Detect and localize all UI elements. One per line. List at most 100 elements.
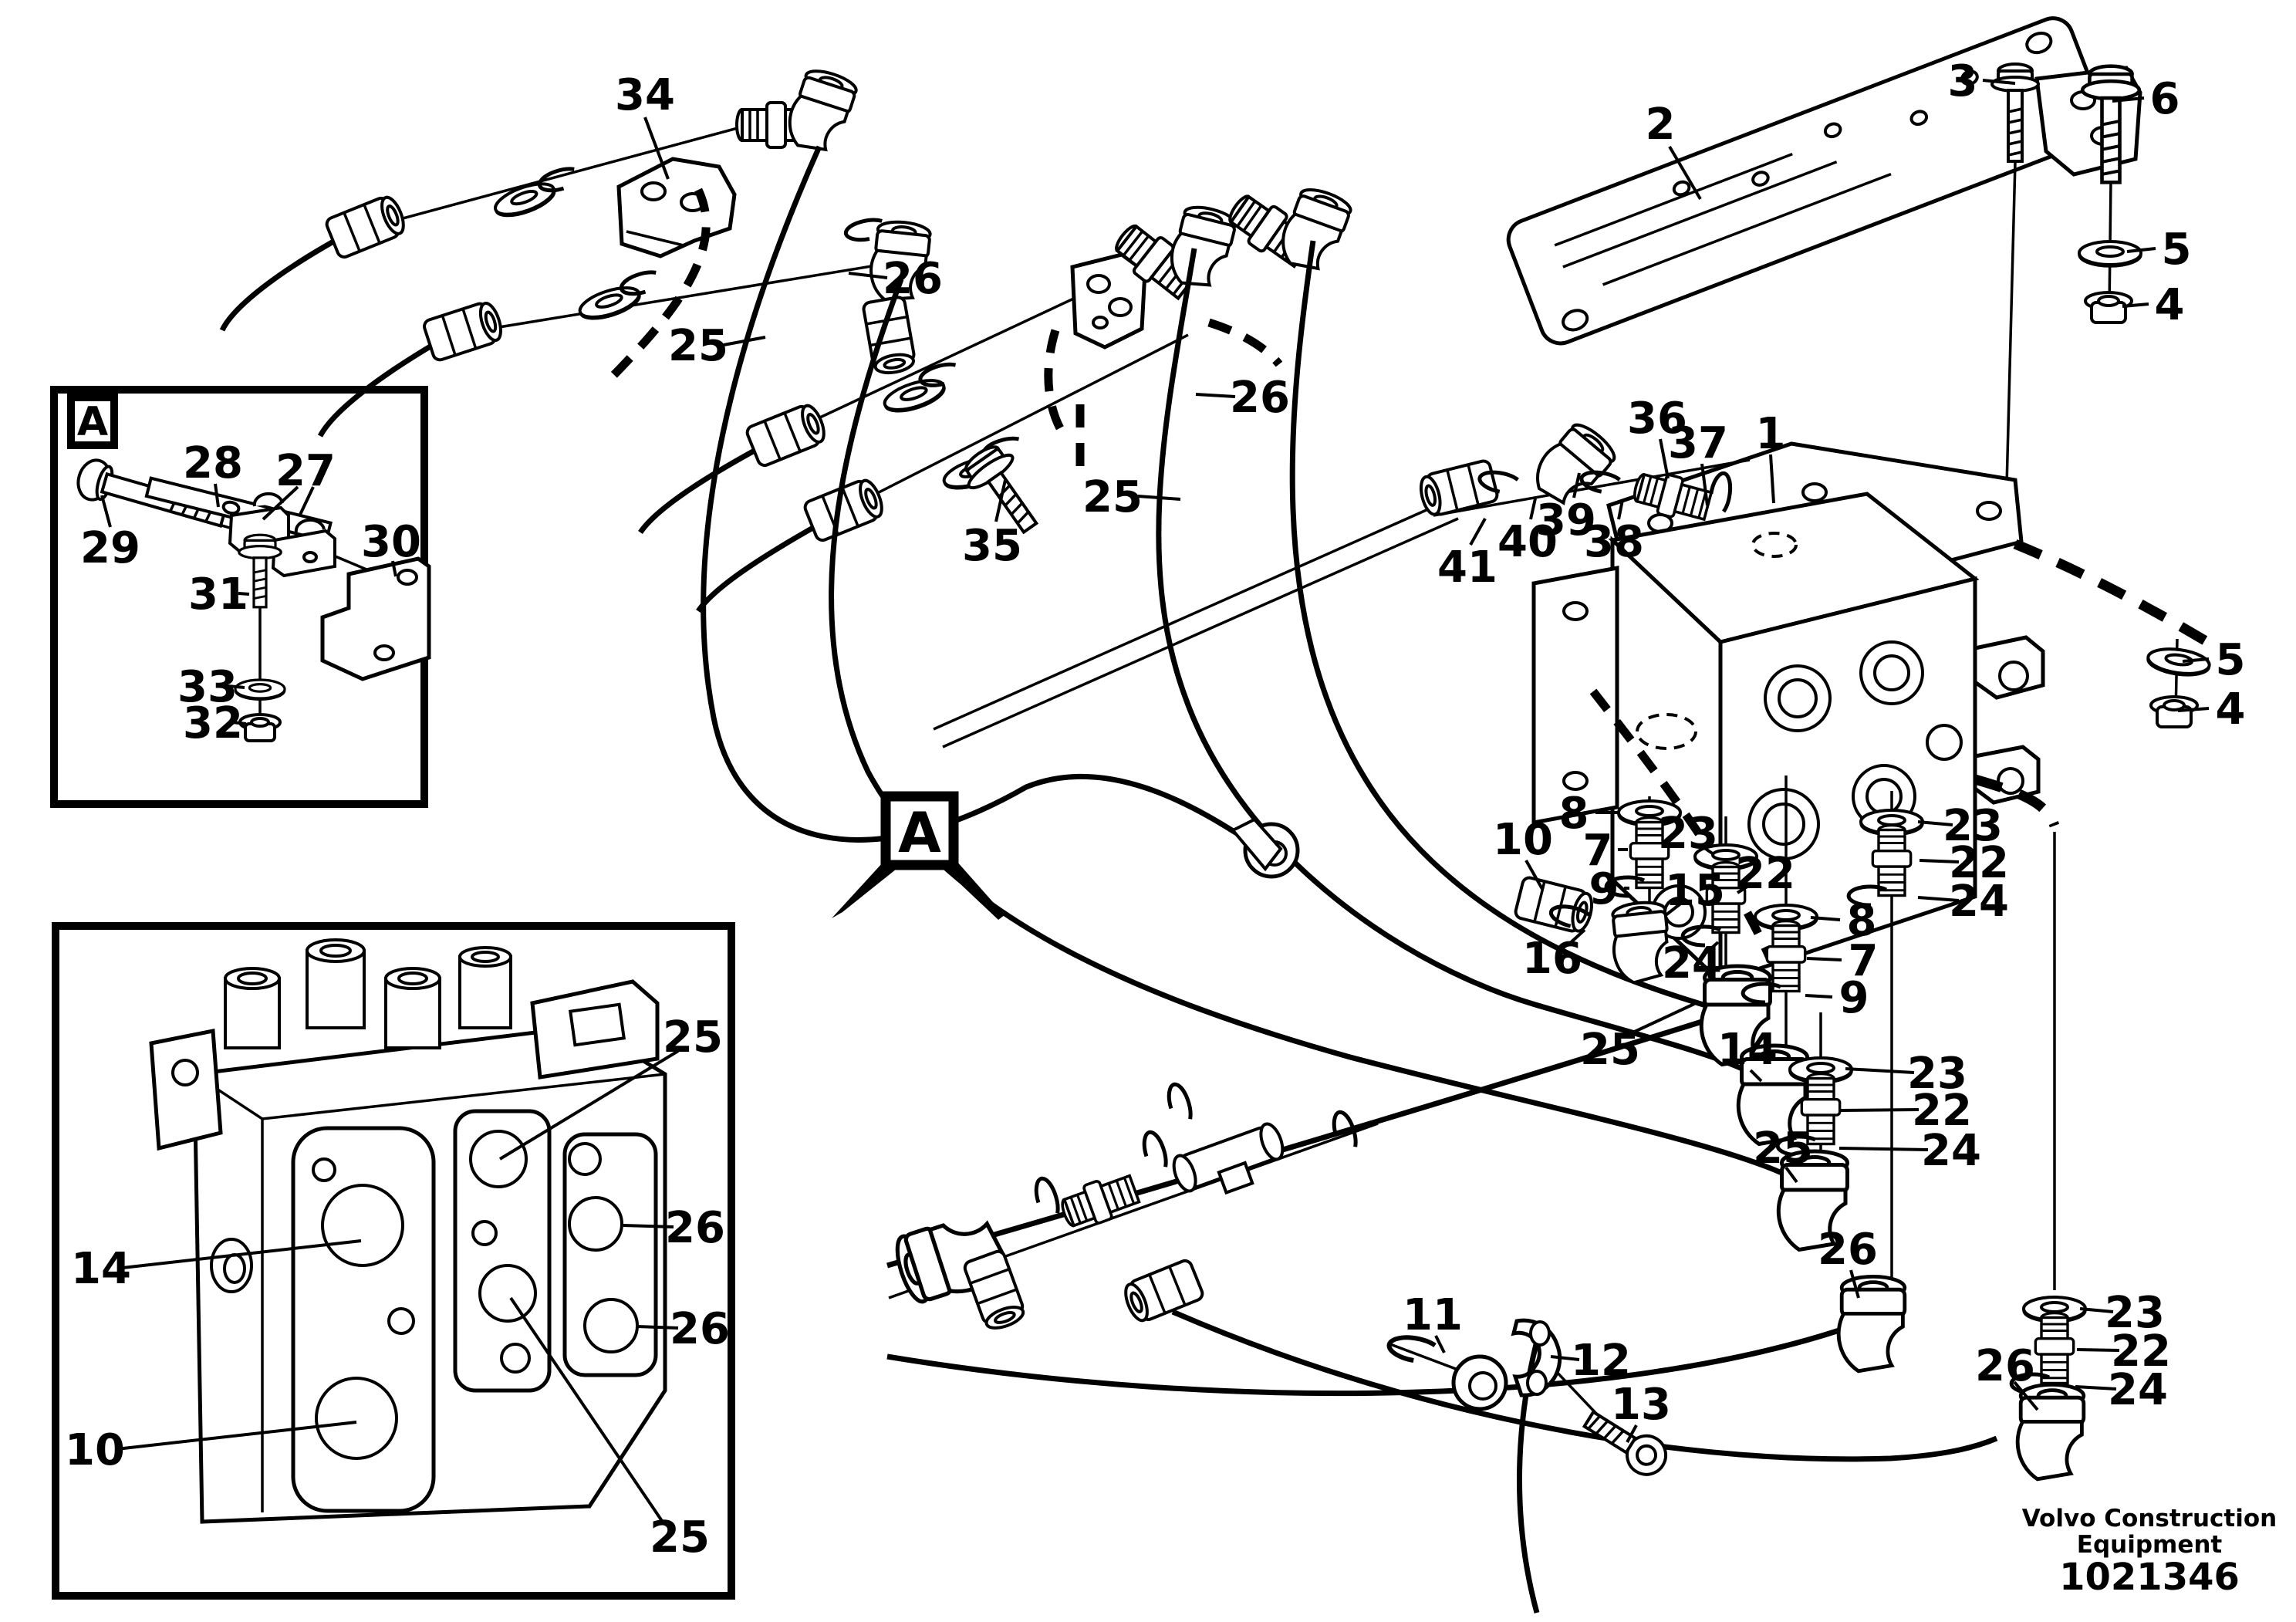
publisher-line2: Equipment (2077, 1531, 2223, 1559)
bolt-6 (2080, 64, 2142, 184)
leader-line (643, 117, 670, 180)
footer: Volvo Construction Equipment 1021346 (2022, 1505, 2277, 1599)
leader-line (1659, 438, 1670, 479)
callout-10: 10 (1493, 815, 1553, 865)
callout-35: 35 (962, 521, 1022, 571)
leader-line (1572, 472, 1581, 498)
leader-line (994, 479, 1007, 522)
leader-line (391, 560, 397, 577)
callout-5: 5 (2216, 635, 2246, 685)
leader-line (1434, 1335, 1446, 1353)
callout-22: 22 (2111, 1326, 2171, 1377)
leader-line (498, 1049, 680, 1161)
clamp-group-11-12-13 (1387, 1318, 1668, 1476)
leader-line (1919, 859, 1960, 863)
callout-8: 8 (1847, 896, 1877, 946)
callout-29: 29 (80, 523, 140, 573)
callout-41: 41 (1437, 542, 1497, 593)
inset-valve-left-plate (291, 1126, 436, 1513)
leader-line (1736, 882, 1754, 894)
callout-14: 14 (71, 1244, 131, 1294)
callout-22: 22 (1735, 849, 1795, 899)
leader-line (116, 1421, 357, 1451)
callout-30: 30 (361, 517, 421, 567)
callout-32: 32 (183, 698, 243, 748)
callout-4: 4 (2155, 280, 2185, 330)
callout-10: 10 (65, 1425, 125, 1475)
leader-line (1626, 1424, 1638, 1443)
callout-2: 2 (1646, 100, 1676, 150)
leader-line (1566, 928, 1586, 947)
callout-7: 7 (1849, 936, 1879, 986)
callout-36: 36 (1627, 394, 1687, 444)
callout-6: 6 (2150, 74, 2180, 124)
inset-detail-a: A (50, 386, 431, 808)
callout-22: 22 (1949, 838, 2009, 888)
callout-23: 23 (1658, 809, 1718, 859)
leader-line (298, 486, 315, 517)
leader-line (1704, 941, 1720, 955)
callout-37: 37 (1668, 418, 1728, 468)
leader-line (1195, 393, 1236, 398)
detail-a-corner-letter: A (77, 399, 108, 445)
callout-25: 25 (1580, 1025, 1640, 1075)
callout-34: 34 (615, 70, 675, 120)
leader-line (1550, 1355, 1580, 1361)
leader-line (1469, 518, 1487, 546)
main-valve-1 (1531, 441, 2223, 1290)
nut-32 (238, 713, 282, 742)
under-valve-fittings (1512, 776, 2087, 1479)
leader-line (1805, 994, 1833, 999)
callout-5: 5 (2162, 225, 2192, 275)
hoses-layer (701, 145, 1998, 1614)
bolt-3 (1990, 63, 2040, 163)
callout-24: 24 (1662, 938, 1722, 988)
callout-25: 25 (1082, 472, 1143, 522)
inset-valve-view (52, 922, 735, 1600)
valve-side-plate (1531, 565, 1619, 826)
callout-26: 26 (1230, 373, 1290, 423)
callout-24: 24 (2108, 1365, 2168, 1415)
leader-line (1137, 495, 1181, 501)
callout-27: 27 (275, 446, 336, 496)
callout-13: 13 (1611, 1380, 1671, 1430)
leader-line (1810, 916, 1841, 921)
leader-line (1524, 860, 1544, 890)
callout-9: 9 (1839, 973, 1869, 1023)
inset-valve-mid-panel (453, 1109, 552, 1393)
callout-7: 7 (1583, 826, 1613, 876)
bracket-30 (320, 556, 431, 681)
leader-line (1917, 896, 1960, 902)
leader-line (1700, 844, 1715, 856)
leader-line (262, 485, 299, 521)
publisher-line1: Volvo Construction (2022, 1505, 2277, 1532)
leader-line (238, 592, 250, 596)
callout-24: 24 (1949, 877, 2009, 927)
mounting-plate-2 (1506, 16, 2142, 516)
leader-line (214, 483, 220, 508)
callout-40: 40 (1497, 517, 1558, 567)
inset-valve-ear (149, 1028, 223, 1151)
leader-line (2079, 1307, 2114, 1313)
leader-line (1917, 820, 1953, 826)
clamp-12 (1511, 1318, 1562, 1397)
callout-4: 4 (2216, 684, 2246, 735)
callout-26: 26 (1818, 1225, 1878, 1275)
inset-valve-right-panel (562, 1132, 658, 1377)
bolt-13 (1582, 1410, 1668, 1476)
callout-8: 8 (1559, 789, 1589, 839)
leader-line (2182, 657, 2210, 663)
detail-a-flag: A (832, 791, 1004, 920)
callout-26: 26 (1975, 1341, 2035, 1391)
leader-line (623, 1224, 674, 1228)
leader-line (100, 495, 112, 528)
callout-26: 26 (665, 1203, 725, 1253)
callout-24: 24 (1921, 1126, 1981, 1176)
leader-line (1749, 1069, 1763, 1083)
leader-line (1529, 498, 1537, 520)
leader-line (509, 1296, 663, 1522)
leader-line (2126, 247, 2156, 253)
